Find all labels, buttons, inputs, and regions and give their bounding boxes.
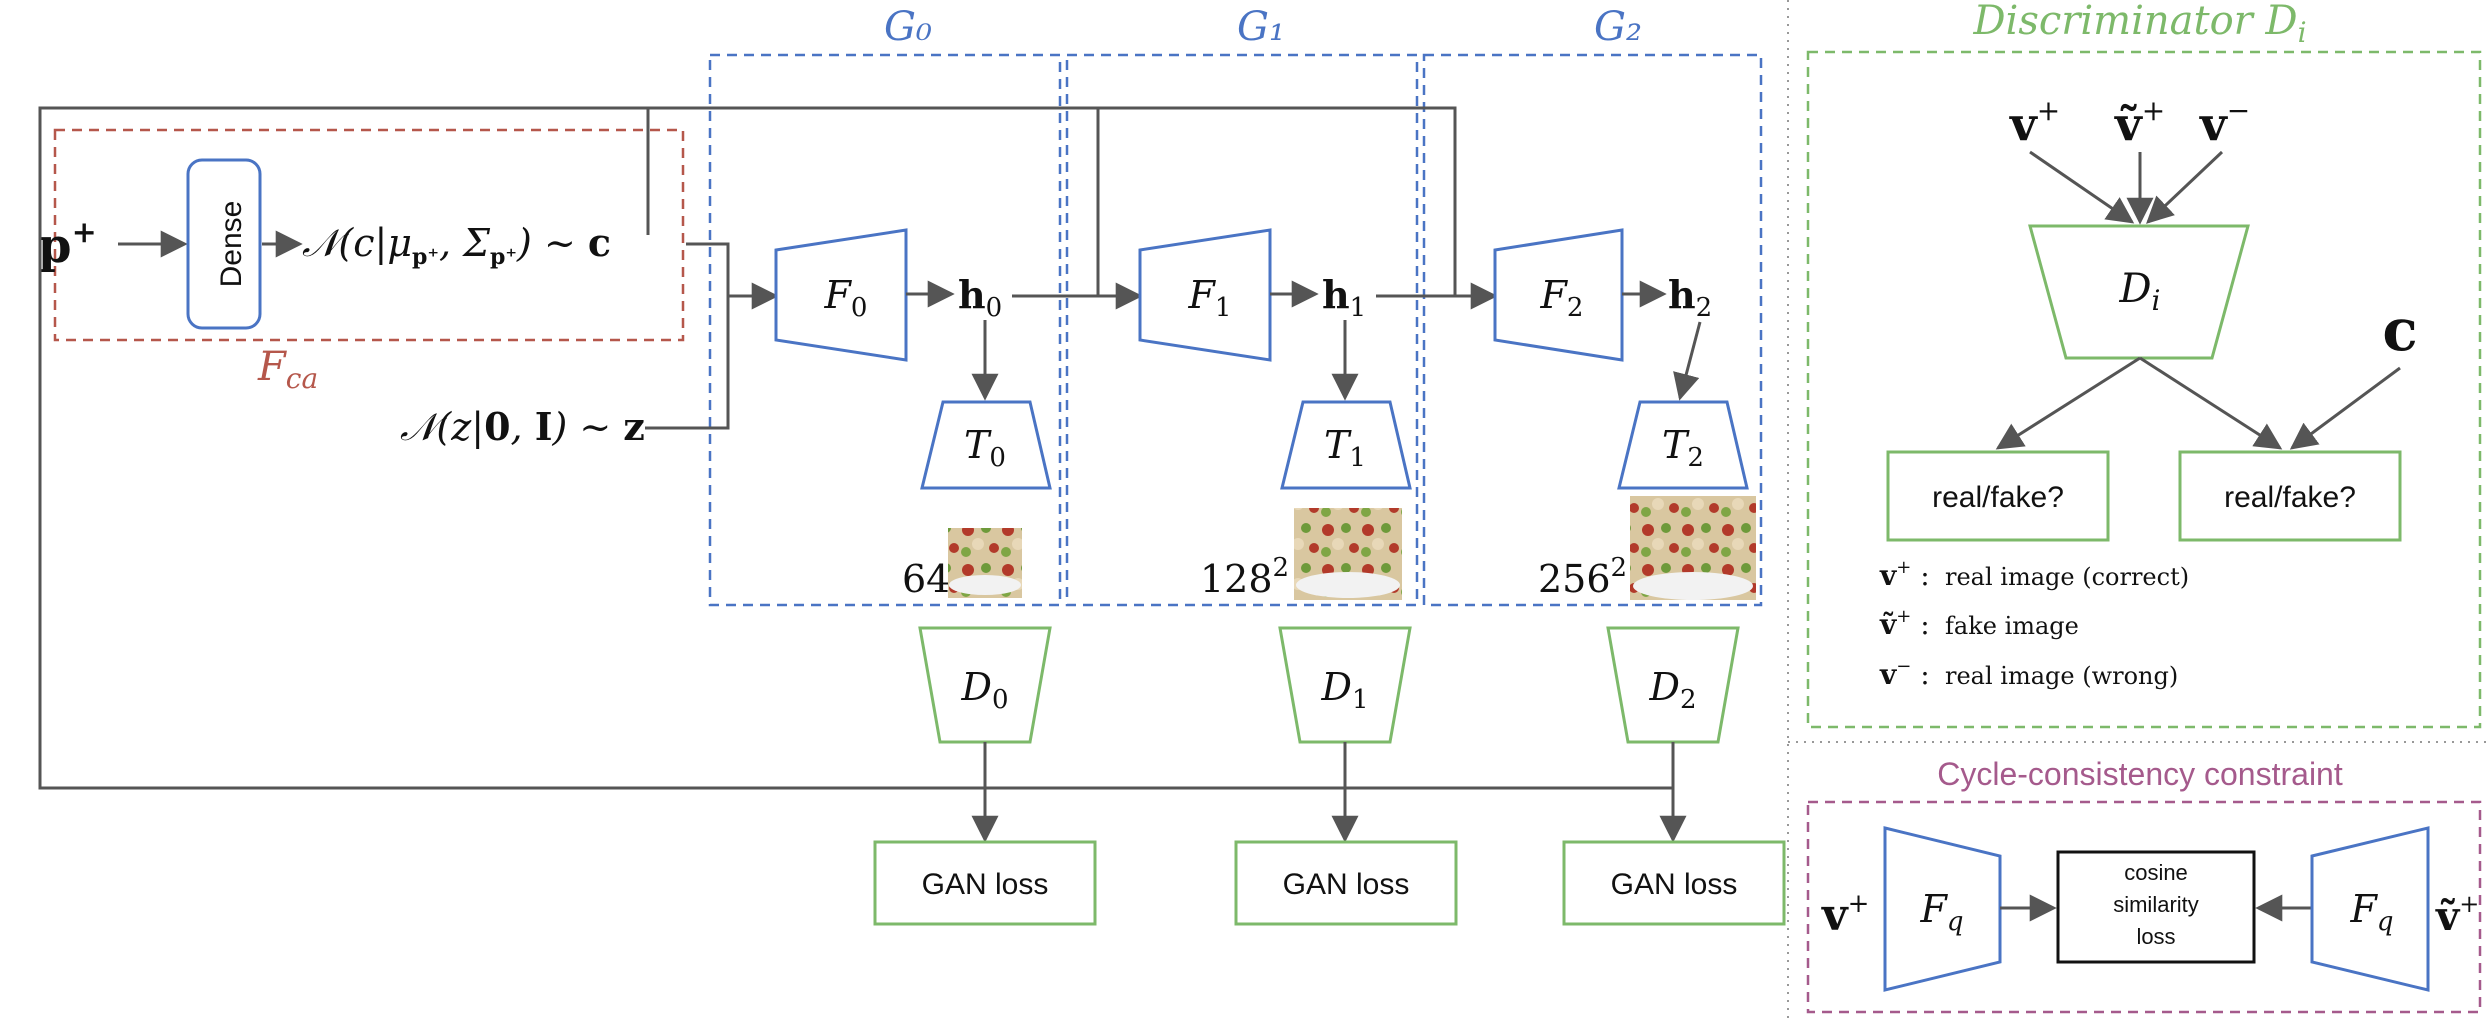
legend-text-0: real image (correct) [1945, 563, 2189, 591]
gan-loss-box-0 [873, 840, 1097, 926]
discriminator-d0 [918, 626, 1052, 744]
disc-input-v-tilde-plus: ṽ+ [2114, 94, 2165, 151]
generated-image-2 [1630, 496, 1756, 600]
gan-loss-label-1: GAN loss [1283, 868, 1410, 901]
cosine-loss-line-1: similarity [2113, 892, 2199, 917]
gan-loss-label-2: GAN loss [1611, 868, 1738, 901]
cycle-encoder-right [2310, 826, 2430, 992]
arrow-h2-to-t2 [1673, 321, 1702, 401]
arrow-c-to-out-1 [2289, 366, 2401, 450]
disc-output-label-1: real/fake? [2224, 481, 2356, 514]
arrow-di-to-out-0 [1995, 356, 2141, 450]
line-z-to-merge [645, 296, 730, 430]
text-input-p: p+ [38, 215, 97, 274]
generated-image-0 [948, 528, 1022, 598]
cosine-loss-box [2056, 850, 2256, 964]
gan-loss-box-2 [1562, 840, 1786, 926]
disc-output-label-0: real/fake? [1932, 481, 2064, 514]
cosine-loss-line-2: loss [2136, 924, 2175, 949]
disc-core-di [2028, 224, 2250, 360]
line-c-to-merge [686, 242, 730, 296]
gan-loss-box-1 [1234, 840, 1458, 926]
legend-symbol-2: v− : [1879, 656, 1930, 691]
generator-box-0 [708, 53, 1062, 607]
hidden-h0: h0 [958, 272, 1002, 323]
resolution-label-1: 1282 [1200, 553, 1289, 601]
disc-input-v-plus: v+ [2009, 94, 2060, 151]
arrow-vminus-to-di [2146, 150, 2224, 224]
line-c-bottom-bus [38, 106, 1673, 790]
generated-image-1 [1294, 508, 1402, 600]
to-image-t0 [920, 400, 1052, 490]
generator-box-1 [1065, 53, 1419, 607]
generator-label-0: G₀ [884, 4, 932, 50]
generator-label-1: G₁ [1237, 4, 1285, 50]
disc-output-box-0 [1886, 450, 2110, 542]
distribution-z: 𝒩(z|0, I) ~ z [400, 404, 645, 449]
cycle-panel-box [1806, 800, 2482, 1014]
discriminator-d1 [1278, 626, 1412, 744]
distribution-c: 𝒩(c|μp⁺, Σp⁺) ~ c [302, 220, 611, 270]
encoder-f1-label: F1 [1188, 273, 1232, 323]
fca-box [53, 128, 685, 342]
line-c-top-bus [646, 106, 1457, 296]
encoder-f0-label: F0 [824, 273, 868, 323]
hidden-h1: h1 [1322, 272, 1366, 323]
dense-box [186, 158, 262, 330]
cycle-input-left: v+ [1821, 889, 1869, 941]
arrow-di-to-out-1 [2139, 356, 2283, 450]
generator-box-2 [1422, 53, 1763, 607]
disc-condition-c: c [2382, 296, 2417, 364]
to-image-t2 [1617, 400, 1749, 490]
fca-label: Fca [257, 344, 318, 395]
encoder-f2 [1493, 228, 1624, 362]
generator-label-2: G₂ [1594, 4, 1642, 50]
legend-text-1: fake image [1945, 612, 2079, 640]
dense-label: Dense [215, 201, 248, 288]
disc-output-box-1 [2178, 450, 2402, 542]
discriminator-d2 [1606, 626, 1740, 744]
cosine-loss-line-0: cosine [2124, 860, 2188, 885]
cycle-input-right: ṽ+ [2435, 890, 2479, 940]
to-image-t1 [1280, 400, 1412, 490]
cycle-encoder-left [1883, 826, 2002, 992]
encoder-f1 [1138, 228, 1272, 362]
legend-symbol-1: ṽ+ : [1879, 606, 1930, 641]
gan-loss-label-0: GAN loss [922, 868, 1049, 901]
disc-input-v-minus: v− [2199, 94, 2250, 151]
encoder-f0 [774, 228, 908, 362]
legend-symbol-0: v+ : [1879, 557, 1930, 592]
discriminator-panel-box [1806, 50, 2482, 729]
legend-text-2: real image (wrong) [1945, 662, 2178, 690]
resolution-label-2: 2562 [1538, 553, 1627, 601]
arrow-vplus-to-di [2029, 150, 2135, 224]
hidden-h2: h2 [1668, 272, 1712, 323]
cycle-panel-title: Cycle-consistency constraint [1937, 756, 2343, 792]
discriminator-panel-title: Discriminator Di [1972, 0, 2306, 49]
